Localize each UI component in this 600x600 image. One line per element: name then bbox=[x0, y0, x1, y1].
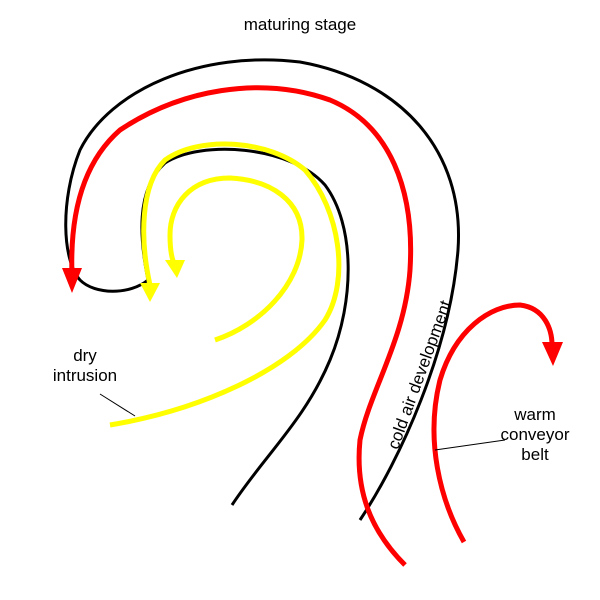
yellow-arrowhead-outer bbox=[140, 283, 160, 302]
warm-conveyor-label-line2: conveyor bbox=[500, 425, 570, 444]
warm-conveyor-leader-line bbox=[434, 439, 506, 451]
dry-intrusion-label-line2: intrusion bbox=[52, 366, 118, 385]
red-arrowhead-left bbox=[62, 268, 82, 293]
dry-intrusion-label: dry intrusion bbox=[40, 346, 130, 386]
warm-conveyor-label-line3: belt bbox=[521, 445, 549, 464]
red-arrowhead-right bbox=[542, 342, 563, 366]
dry-intrusion-inner-yellow-flow bbox=[167, 175, 305, 343]
warm-conveyor-belt-label: warm conveyor belt bbox=[490, 405, 580, 465]
warm-conveyor-belt-red-flow bbox=[431, 302, 555, 544]
warm-conveyor-label-line1: warm bbox=[514, 405, 556, 424]
diagram-title: maturing stage bbox=[243, 15, 357, 34]
dry-intrusion-outer-yellow-flow bbox=[109, 141, 342, 428]
dry-intrusion-label-line1: dry bbox=[73, 346, 97, 365]
dry-intrusion-leader-line bbox=[99, 393, 136, 417]
cold-air-boundary-line bbox=[64, 58, 461, 521]
cold-air-red-flow bbox=[69, 85, 414, 567]
yellow-arrowhead-inner bbox=[165, 260, 185, 278]
